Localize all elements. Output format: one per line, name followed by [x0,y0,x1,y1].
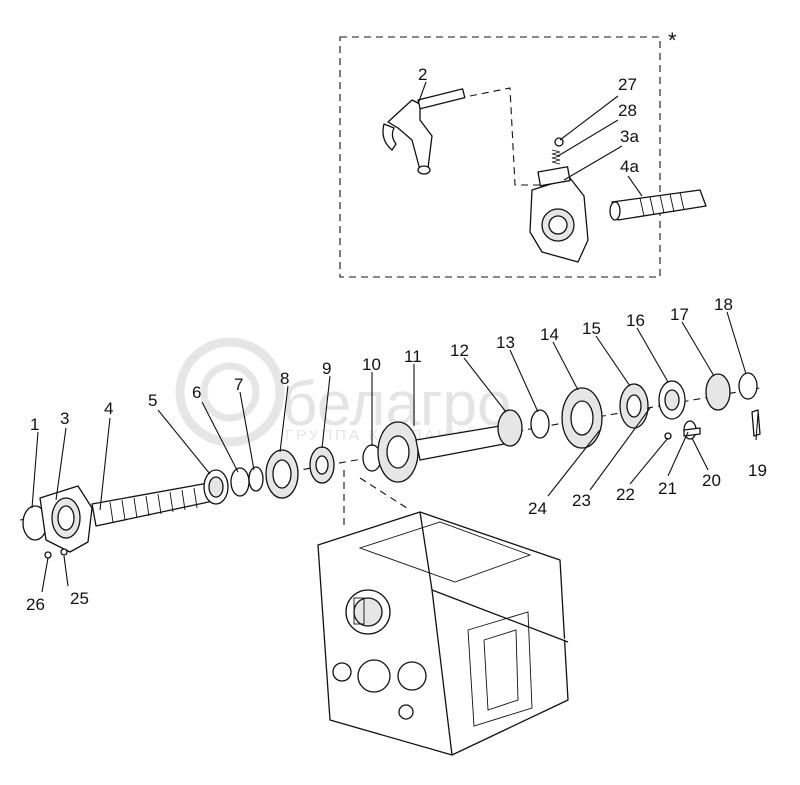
callout-9: 9 [322,359,331,378]
callout-26: 26 [26,595,45,614]
bearing-cover-part [39,485,93,553]
callout-23: 23 [572,491,591,510]
ball-22-part [664,432,672,440]
selector-shaft-part [609,189,707,221]
gear-9-part [309,446,335,484]
pin-19-part [751,409,761,437]
shift-fork-part [382,87,545,186]
bearing-16-part [658,380,686,420]
gear-8-part [265,449,299,499]
callout-8: 8 [280,369,289,388]
callout-3: 3 [60,409,69,428]
inset-assembly-frame [339,36,661,278]
pin-21-part [683,427,701,437]
bolt-26-part [44,551,52,559]
detent-ball-part [554,137,564,147]
ring-13-part [530,409,550,439]
callout-5: 5 [148,391,157,410]
leader-lines [31,81,759,593]
washer-25-part [60,548,68,556]
nut-18-part [738,372,758,400]
callout-18: 18 [714,295,733,314]
bearing-part [203,469,229,505]
shift-housing-part [529,137,589,263]
gear-14-part [561,387,603,449]
callout-7: 7 [234,375,243,394]
callout-11: 11 [404,347,422,366]
callout-16: 16 [626,311,645,330]
splined-shaft-part [91,481,219,527]
gearbox-housing-part [317,511,569,756]
callout-25: 25 [70,589,89,608]
callout-17: 17 [670,305,689,324]
callout-27: 27 [618,75,637,94]
callout-19: 19 [748,461,767,480]
callout-14: 14 [540,325,559,344]
hub-15-part [619,383,649,429]
callout-21: 21 [658,479,677,498]
callout-13: 13 [496,333,515,352]
detent-spring-part [551,149,561,165]
assembly-marker: * [668,28,677,53]
gear-12-part [497,409,523,447]
callout-labels: 1 2 3 3а 4 4а 5 6 7 8 9 10 11 12 13 14 1… [26,65,767,614]
callout-20: 20 [702,471,721,490]
spacer-ring-part [230,467,250,497]
gear-shaft-11-part [377,421,505,483]
callout-6: 6 [192,383,201,402]
callout-15: 15 [582,319,601,338]
callout-2: 2 [418,65,427,84]
callout-12: 12 [450,341,469,360]
callout-1: 1 [30,415,39,434]
callout-10: 10 [362,355,381,374]
callout-24: 24 [528,499,547,518]
callout-22: 22 [616,485,635,504]
callout-28: 28 [618,101,637,120]
callout-4: 4 [104,399,113,418]
gear-17-part [705,373,731,411]
callout-3a: 3а [620,127,639,146]
lock-ring-part [248,466,264,492]
callout-4a: 4а [620,157,639,176]
